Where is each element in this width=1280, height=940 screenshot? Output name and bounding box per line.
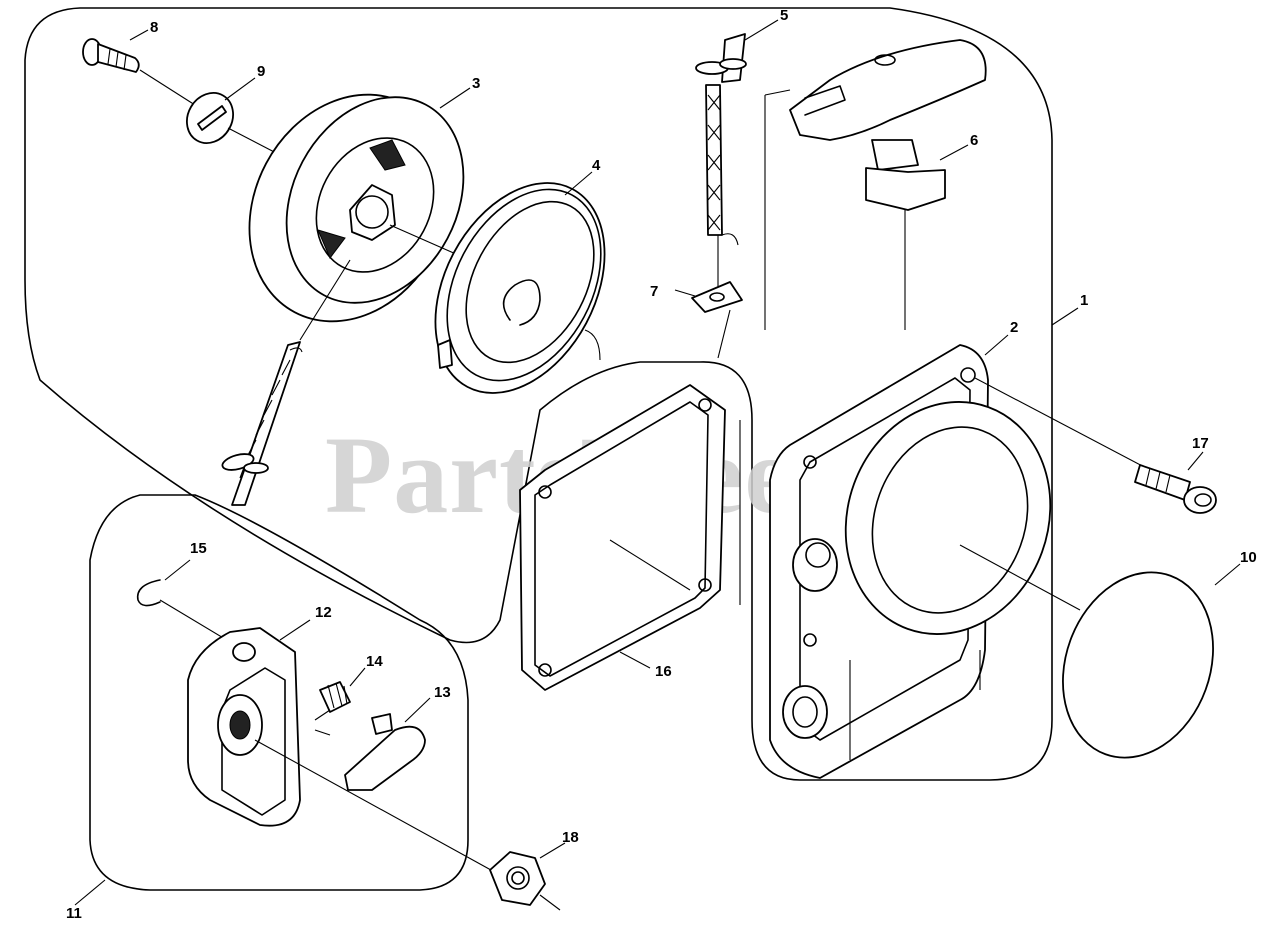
callout-6: 6 — [970, 132, 978, 149]
callout-13: 13 — [434, 684, 451, 701]
leader-lines — [74, 19, 1241, 906]
part-15-e-clip — [136, 579, 161, 607]
callout-3: 3 — [472, 75, 480, 92]
callout-11: 11 — [66, 905, 82, 922]
callout-7: 7 — [650, 283, 658, 300]
part-16-gasket — [519, 384, 726, 691]
callout-1: 1 — [1080, 292, 1088, 309]
callout-16: 16 — [655, 663, 672, 680]
part-3-pulley — [248, 93, 465, 323]
part-10-plate — [1062, 571, 1214, 759]
part-6-handle — [789, 39, 987, 211]
part-14-spring — [319, 681, 351, 713]
callout-14: 14 — [366, 653, 383, 670]
callout-2: 2 — [1010, 319, 1018, 336]
part-9-washer — [186, 92, 234, 144]
part-17-bolt — [1134, 464, 1217, 514]
part-5-rope-lower — [221, 341, 303, 506]
part-4-spring — [434, 182, 606, 394]
callout-5: 5 — [780, 7, 788, 24]
group-outline-pawl-kit — [89, 494, 469, 891]
part-2-housing — [769, 344, 1052, 779]
group-outline-recoil-assembly — [24, 7, 1053, 781]
callout-12: 12 — [315, 604, 332, 621]
callout-17: 17 — [1192, 435, 1209, 452]
part-7-rope-guide — [691, 281, 743, 313]
callout-8: 8 — [150, 19, 158, 36]
callout-15: 15 — [190, 540, 207, 557]
part-8-screw — [82, 38, 140, 73]
part-13-pawl — [344, 713, 426, 791]
callout-4: 4 — [592, 157, 601, 174]
callout-10: 10 — [1240, 549, 1257, 566]
callout-9: 9 — [257, 63, 265, 80]
part-5-rope — [695, 33, 747, 246]
callout-18: 18 — [562, 829, 579, 846]
part-18-nut — [489, 851, 546, 906]
part-12-ratchet — [187, 627, 301, 827]
